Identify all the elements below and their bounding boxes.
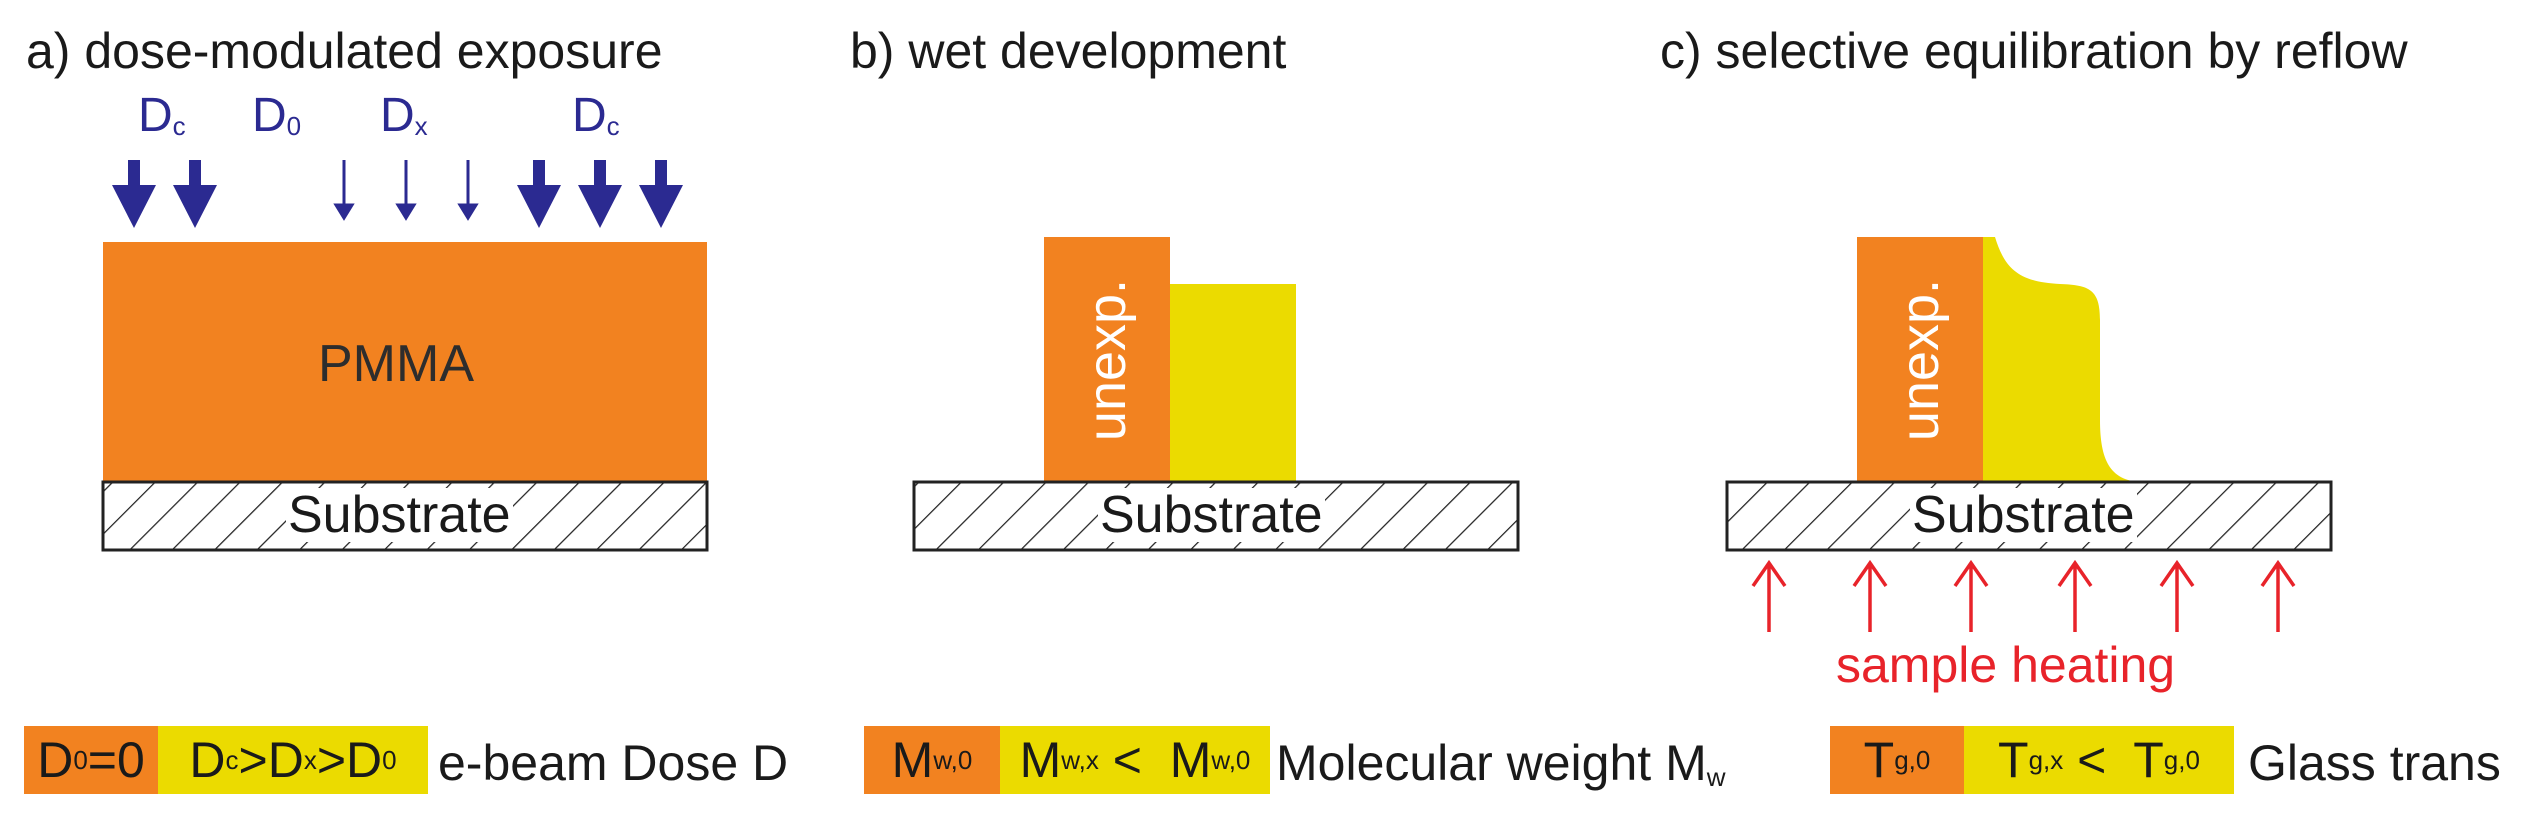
pmma-label: PMMA — [318, 335, 474, 393]
dose-arrow-thick — [578, 160, 622, 228]
dose-label-dc-left: Dc — [138, 89, 186, 142]
dose-label-dx: Dx — [380, 89, 428, 142]
dose-arrow-thick — [639, 160, 683, 228]
panel-c-graphics — [1725, 237, 2333, 632]
substrate-label-a: Substrate — [286, 486, 513, 544]
heat-arrow — [1953, 559, 1989, 632]
panel-c-title: c) selective equilibration by reflow — [1660, 23, 2408, 79]
unexposed-label-c: unexp. — [1890, 278, 1950, 442]
dose-label-d0: D0 — [252, 89, 302, 142]
heat-arrow — [1852, 559, 1888, 632]
reflowed-block-c — [1983, 237, 2140, 482]
dose-label-dc-right: Dc — [572, 89, 620, 142]
dose-arrow-thick — [517, 160, 561, 228]
substrate-label-c: Substrate — [1910, 486, 2137, 544]
dose-arrow-thin — [395, 203, 417, 221]
unexposed-block-b — [1044, 237, 1170, 482]
dose-arrow-thin — [333, 203, 355, 221]
pmma-layer — [103, 242, 707, 482]
heat-arrow — [1751, 559, 1787, 632]
dose-arrow-thin — [457, 203, 479, 221]
unexposed-label-b: unexp. — [1077, 278, 1137, 442]
sample-heating-label: sample heating — [1836, 637, 2176, 693]
unexposed-block-c — [1857, 237, 1983, 482]
dose-arrow-thick — [112, 160, 156, 228]
legend-mw-label: Molecular weight Mw — [1276, 735, 1726, 792]
exposed-block-b — [1170, 284, 1296, 482]
heat-arrow — [2159, 559, 2195, 632]
legend-dose-label: e-beam Dose D — [438, 735, 789, 791]
thick-dose-arrows — [112, 160, 683, 228]
panel-b-graphics — [912, 237, 1520, 552]
heating-arrows — [1751, 559, 2296, 632]
substrate-label-b: Substrate — [1098, 486, 1325, 544]
legend-tg-label: Glass trans — [2248, 735, 2501, 791]
dose-arrow-thick — [173, 160, 217, 228]
panel-a-title: a) dose-modulated exposure — [26, 23, 663, 79]
heat-arrow — [2057, 559, 2093, 632]
heat-arrow — [2260, 559, 2296, 632]
panel-b-title: b) wet development — [850, 23, 1287, 79]
thin-dose-arrows — [333, 160, 479, 221]
